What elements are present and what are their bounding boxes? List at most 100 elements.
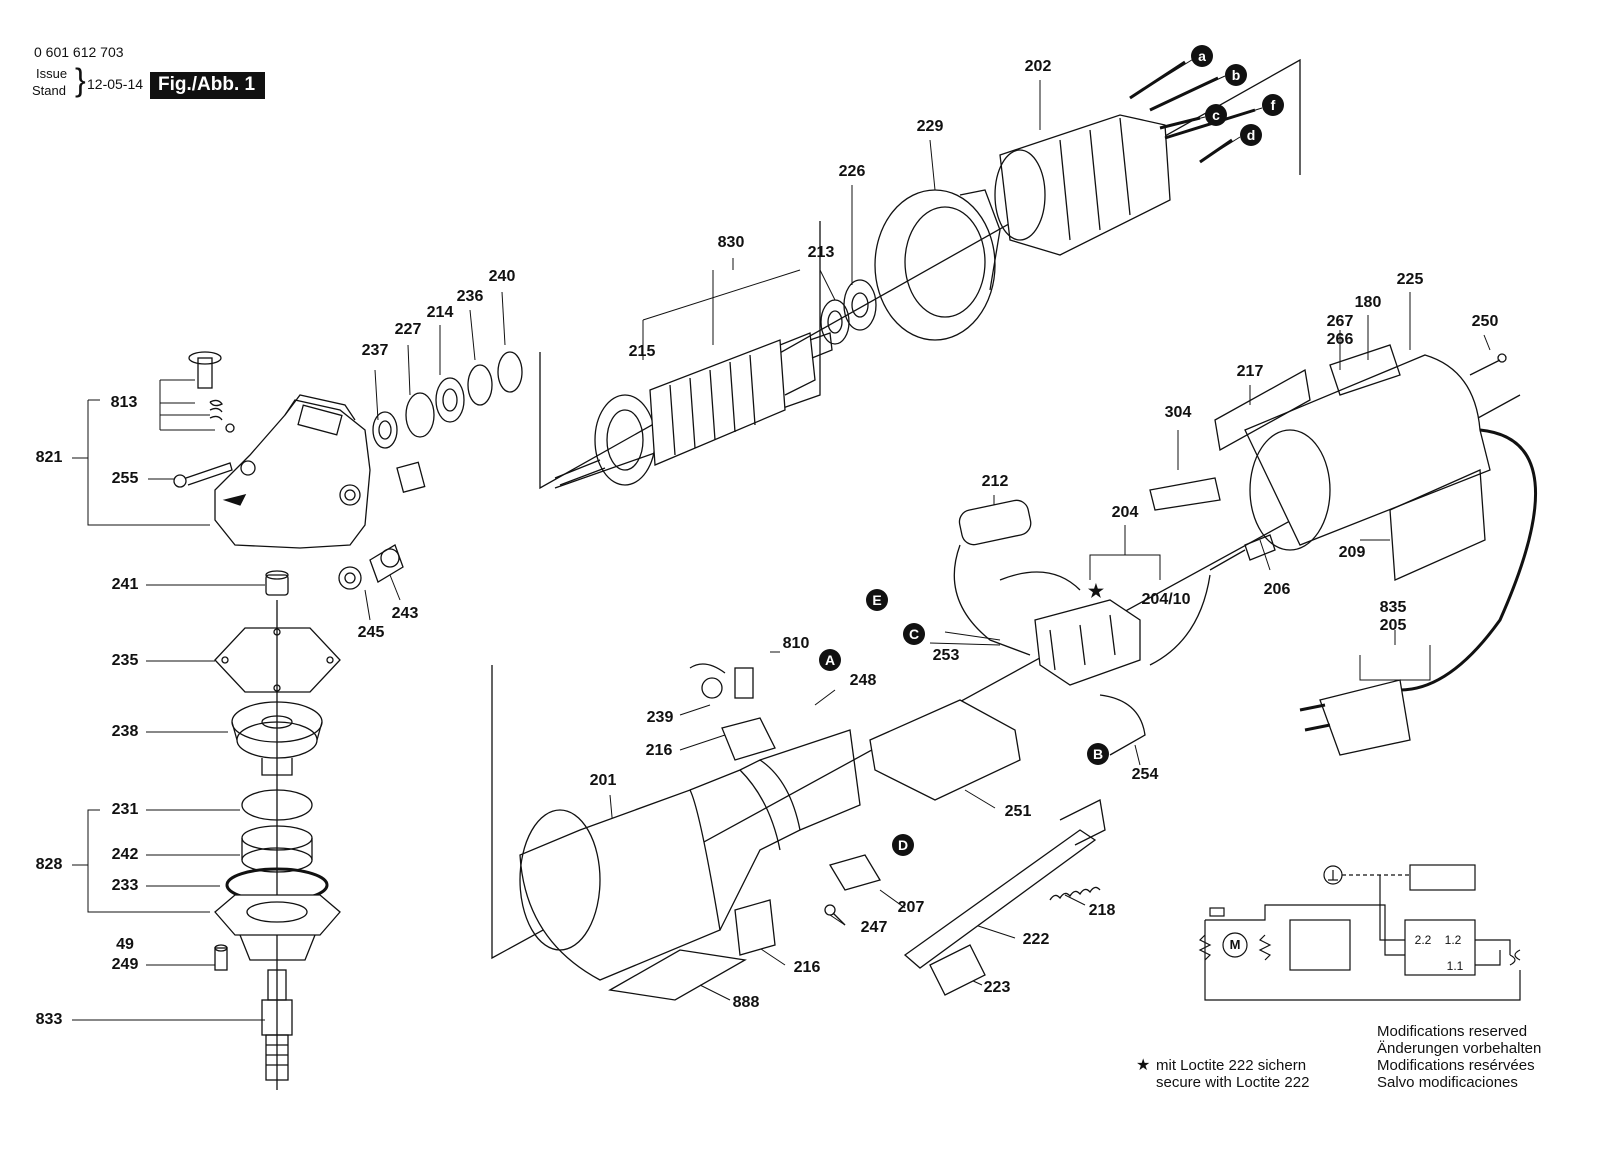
needle-bearing-241 [265, 570, 289, 596]
label-227: 227 [394, 321, 422, 338]
spindle-lock-button [188, 351, 235, 433]
connector-c: c [1205, 104, 1227, 126]
label-235: 235 [111, 652, 139, 669]
label-251: 251 [1004, 803, 1032, 820]
loctite-note-de: mit Loctite 222 sichern [1156, 1057, 1307, 1074]
label-248: 248 [849, 672, 877, 689]
label-201: 201 [589, 772, 617, 789]
label-242: 242 [111, 846, 139, 863]
issue-label: Issue [36, 66, 68, 81]
plug-835 [1299, 679, 1411, 756]
screw-247 [824, 904, 846, 926]
issue-date: 12-05-14 [87, 76, 144, 92]
label-813: 813 [110, 394, 138, 411]
label-218: 218 [1088, 902, 1116, 919]
label-253: 253 [932, 647, 960, 664]
label-250: 250 [1471, 313, 1499, 330]
bearing-226 [843, 279, 877, 331]
label-304: 304 [1164, 404, 1192, 421]
loctite-note-star: ★ [1136, 1057, 1151, 1074]
label-249: 249 [111, 956, 139, 973]
label-833: 833 [35, 1011, 63, 1028]
label-216-lower: 216 [793, 959, 821, 976]
contact-207 [829, 854, 881, 891]
label-215: 215 [628, 343, 656, 360]
connector-A: A [819, 649, 841, 671]
label-240: 240 [488, 268, 516, 285]
label-204-10: 204/10 [1141, 591, 1191, 608]
label-204: 204 [1111, 504, 1139, 521]
schematic-pos-2-2: 2.2 [1414, 933, 1432, 947]
label-266: 266 [1326, 331, 1354, 348]
label-245: 245 [357, 624, 385, 641]
schematic-motor: M [1229, 937, 1241, 952]
connector-B: B [1087, 743, 1109, 765]
label-238: 238 [111, 723, 139, 740]
figure-title: Fig./Abb. 1 [150, 72, 266, 99]
pinion-nut [338, 544, 404, 590]
loctite-star-mark: ★ [1087, 581, 1105, 601]
label-205: 205 [1379, 617, 1407, 634]
screw-249 [214, 944, 228, 971]
label-267: 267 [1326, 313, 1354, 330]
connector-C: C [903, 623, 925, 645]
label-810: 810 [782, 635, 810, 652]
label-213: 213 [807, 244, 835, 261]
label-206: 206 [1263, 581, 1291, 598]
label-243: 243 [391, 605, 419, 622]
connector-E: E [866, 589, 888, 611]
brush-holder-216 [721, 717, 776, 956]
label-216-upper: 216 [645, 742, 673, 759]
loctite-note-en: secure with Loctite 222 [1156, 1074, 1310, 1091]
label-241: 241 [111, 576, 139, 593]
part-number: 0 601 612 703 [34, 44, 124, 60]
electronics-251 [869, 699, 1021, 801]
spring-218 [1049, 886, 1101, 901]
screw-250 [1469, 353, 1507, 376]
label-209: 209 [1338, 544, 1366, 561]
spindle-833 [261, 969, 293, 1081]
label-217: 217 [1236, 363, 1264, 380]
gasket-235 [214, 600, 341, 1090]
bearing-flange [214, 894, 341, 961]
schematic-pos-1-1: 1.1 [1446, 959, 1464, 973]
bearing-242 [241, 825, 313, 873]
label-237: 237 [361, 342, 389, 359]
connector-d: d [1240, 124, 1262, 146]
label-821: 821 [35, 449, 63, 466]
connector-D: D [892, 834, 914, 856]
label-49: 49 [116, 936, 134, 953]
label-304 [1149, 477, 1221, 511]
label-255: 255 [111, 470, 139, 487]
wiring-schematic [1198, 864, 1521, 1001]
capacitor-212 [958, 499, 1032, 546]
bevel-gear-238 [231, 701, 323, 776]
screw-255 [173, 462, 233, 488]
label-233: 233 [111, 877, 139, 894]
label-212: 212 [981, 473, 1009, 490]
gear-head-housing [214, 394, 371, 549]
brace: } [75, 62, 86, 98]
label-231: 231 [111, 801, 139, 818]
stand-label: Stand [32, 83, 66, 98]
label-225: 225 [1396, 271, 1424, 288]
label-254: 254 [1131, 766, 1159, 783]
modifications-fr: Modifications resérvées [1377, 1057, 1535, 1074]
schematic-pos-1-2: 1.2 [1444, 933, 1462, 947]
label-247: 247 [860, 919, 888, 936]
frame-lines [491, 58, 1521, 960]
label-236: 236 [456, 288, 484, 305]
label-202: 202 [1024, 58, 1052, 75]
motor-housing-201 [519, 729, 861, 981]
switch-rod-222 [903, 799, 1106, 969]
label-222: 222 [1022, 931, 1050, 948]
label-835: 835 [1379, 599, 1407, 616]
label-239: 239 [646, 709, 674, 726]
label-214: 214 [426, 304, 454, 321]
modifications-de: Änderungen vorbehalten [1377, 1040, 1542, 1057]
modifications-en: Modifications reserved [1377, 1023, 1528, 1040]
modifications-es: Salvo modificaciones [1377, 1074, 1518, 1091]
label-229: 229 [916, 118, 944, 135]
carbon-brushes-810 [689, 663, 754, 699]
